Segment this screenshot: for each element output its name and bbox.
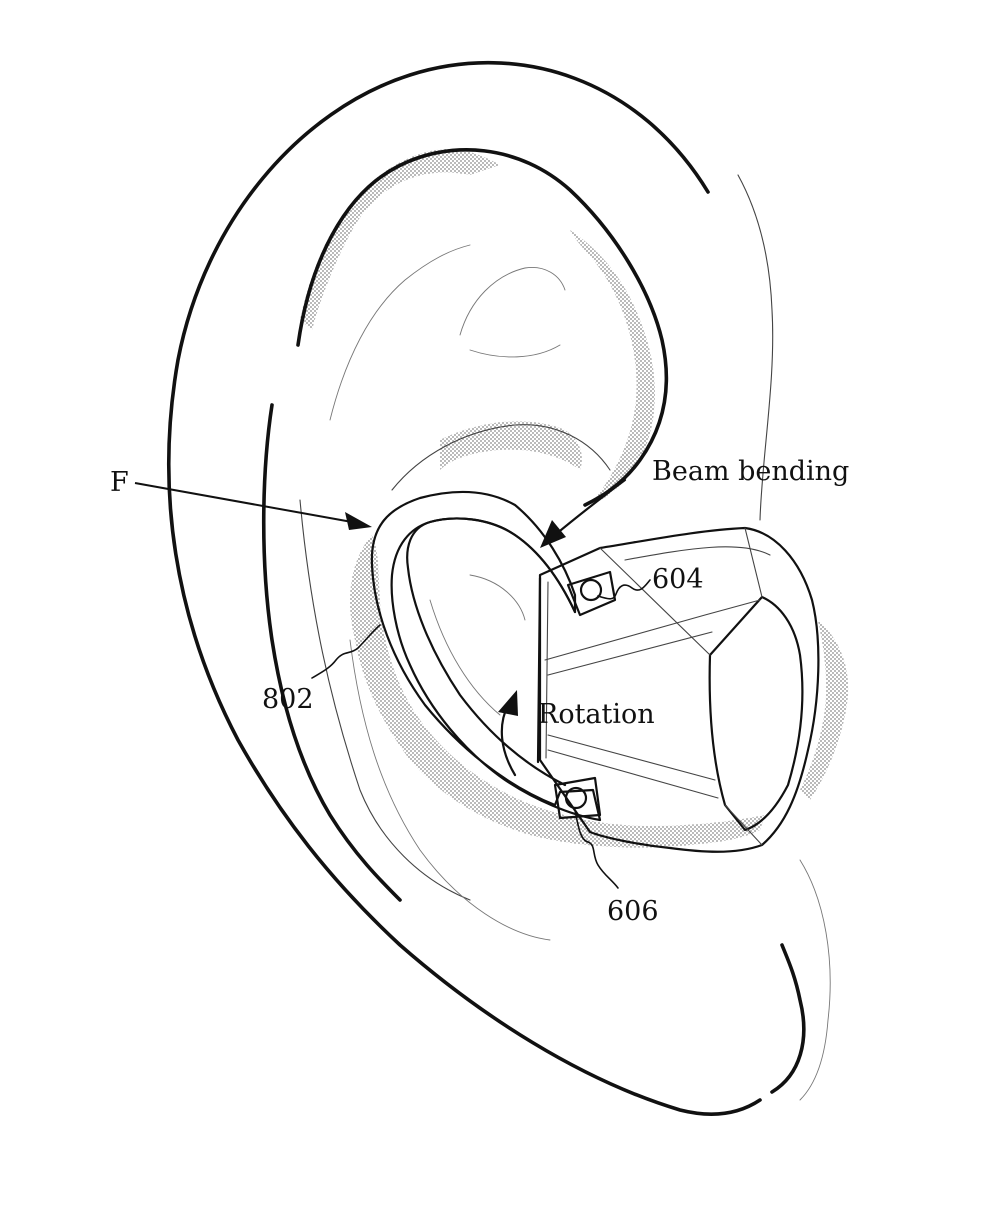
earpiece-plate-divider-2 [545,581,549,759]
earpiece-bevel-top-2 [547,631,713,676]
leader-606 [574,809,619,889]
earpiece-front-face [708,595,804,832]
earpiece-face-edge-1 [744,527,763,598]
ear-helix-inner-line [737,174,774,521]
concha-visible-line-2 [429,599,501,716]
ear-antihelix-line [261,403,402,902]
arrows [134,478,627,777]
ear-lobe-outline [770,943,806,1094]
label-beam-bending: Beam bending [652,456,849,487]
ear-concha-line [299,499,471,901]
ear-antitragus-line [799,859,831,1101]
earpiece-plate-divider [536,576,542,764]
ear-fossa-line-2 [469,344,561,358]
pin-604 [579,578,603,602]
beam-bending-arrow-shaft [553,478,627,537]
label-604: 604 [652,564,704,595]
force-arrowhead [345,512,372,530]
earpiece-bevel-top-right [624,546,771,561]
ear-helix-outline [167,60,762,1116]
ear-crus-shading [440,421,582,470]
rotation-arrow-shaft [500,703,517,777]
shadow-left [350,535,765,848]
leader-lines [311,579,651,889]
earpiece-bevel-top [544,599,761,661]
ear-crus-line [391,424,611,491]
concha-visible-line [469,574,526,621]
earpiece-shadow [350,535,849,848]
earpiece [536,526,820,853]
leader-604 [597,579,651,600]
tab-606-outline [553,776,602,820]
pin-606 [564,786,588,810]
ear [167,60,831,1116]
beam-bending-arrowhead [540,520,566,548]
beam-outer-outline [370,490,602,822]
beam-inner-outline [406,517,577,787]
shadow-right [800,620,849,800]
ear-inner-fold-line [349,639,551,941]
label-606: 606 [607,896,659,927]
ear-antihelix-top-outline [296,148,669,507]
ear-scapha-shading [300,149,500,330]
tab-604-outline [566,570,617,617]
leader-802 [311,624,381,679]
ear-antihelix-inner-line [329,244,471,421]
ear-fossa-line [459,267,566,336]
earpiece-bevel-bottom [547,734,716,781]
rotation-arrowhead [498,690,518,716]
earpiece-body-outline [538,526,820,853]
label-rotation: Rotation [538,699,655,730]
ear-fossa-shading [570,230,655,505]
earpiece-face-edge-3 [724,804,763,846]
force-arrow-shaft [134,482,353,523]
earpiece-bevel-bottom-2 [547,749,719,799]
label-force: F [110,467,129,498]
label-802: 802 [262,684,314,715]
retention-beam [370,490,617,822]
